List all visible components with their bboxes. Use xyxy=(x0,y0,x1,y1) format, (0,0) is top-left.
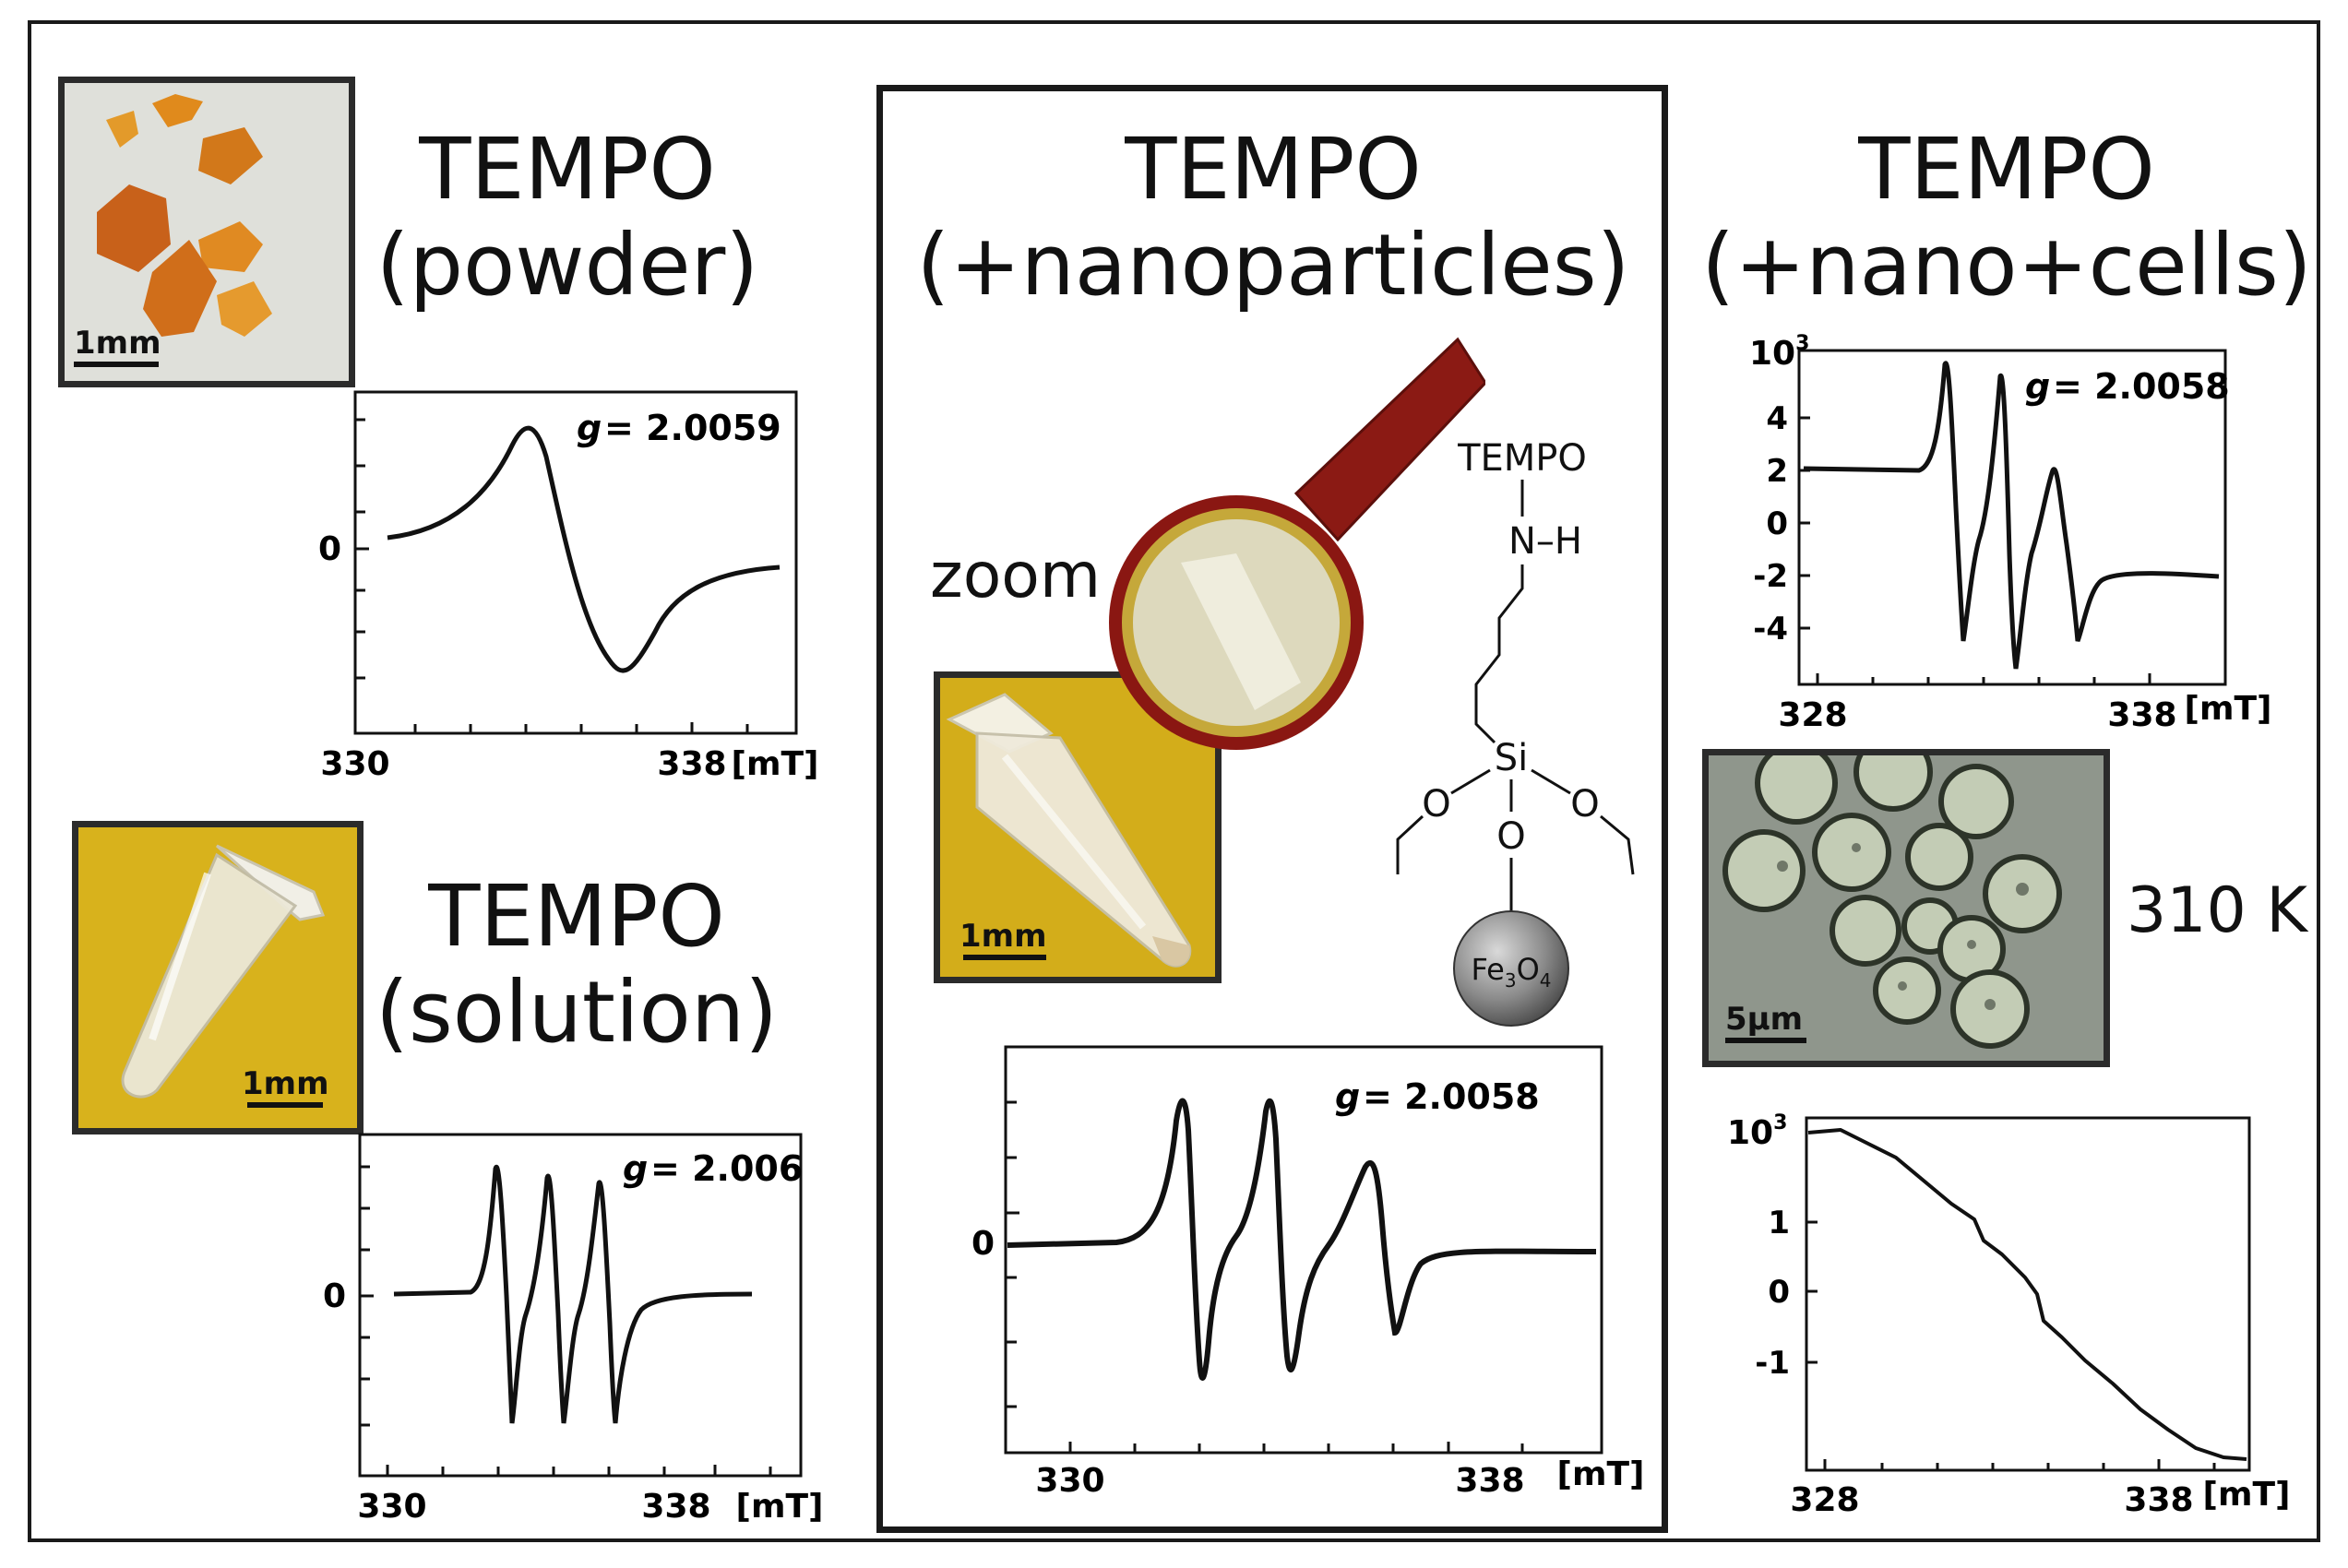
solution-scale-label: 1mm xyxy=(242,1065,329,1102)
cells-bottom-y-tick-1: 1 xyxy=(1768,1205,1790,1241)
powder-epr-plot: 0 330 338 [mT] g = 2.0059 xyxy=(318,390,819,783)
powder-g-symbol: g xyxy=(577,408,602,448)
cells-scale-label: 5µm xyxy=(1725,1001,1804,1038)
powder-x-tick-left: 330 xyxy=(320,745,389,783)
tempo-linker-structure: TEMPO N–H Si O O O Fe3O4 xyxy=(1396,437,1635,1027)
solution-title: TEMPO (solution) xyxy=(375,867,779,1062)
powder-y-tick-0: 0 xyxy=(318,530,341,568)
cells-bottom-y-tick-0: 0 xyxy=(1768,1274,1790,1311)
solution-x-unit: [mT] xyxy=(736,1488,824,1526)
temperature-label: 310 K xyxy=(2127,874,2307,947)
cells-bottom-x-unit: [mT] xyxy=(2203,1476,2291,1514)
nanoparticles-x-tick-right: 338 xyxy=(1455,1462,1524,1499)
magnifier-glass xyxy=(1109,337,1485,750)
cells-g-value: = 2.0058 xyxy=(2053,366,2230,407)
powder-photo xyxy=(58,77,355,387)
structure-o-bottom: O xyxy=(1496,815,1525,858)
powder-x-tick-right: 338 xyxy=(657,745,726,783)
cells-top-x-tick-left: 328 xyxy=(1778,696,1847,734)
cells-epr-plot: 103 4 2 0 -2 -4 328 338 [mT] g = 2.0058 xyxy=(1749,332,2272,734)
powder-scale-bar xyxy=(74,362,159,367)
solution-y-tick-0: 0 xyxy=(323,1277,346,1315)
cells-top-y-tick-2: 2 xyxy=(1766,453,1788,490)
nanoparticles-x-unit: [mT] xyxy=(1557,1455,1645,1493)
powder-scale-label: 1mm xyxy=(74,325,161,362)
cells-title: TEMPO (+nano+cells) xyxy=(1701,120,2312,315)
solution-epr-plot: 0 330 338 [mT] g = 2.006 xyxy=(323,1133,824,1526)
nanoparticles-y-tick-0: 0 xyxy=(971,1225,995,1263)
solution-photo xyxy=(72,821,364,1134)
solution-x-tick-left: 330 xyxy=(357,1488,426,1526)
structure-o-right: O xyxy=(1570,783,1599,826)
cells-g-symbol: g xyxy=(2025,366,2050,407)
cells-top-x-tick-right: 338 xyxy=(2107,696,2176,734)
powder-title: TEMPO (powder) xyxy=(375,120,759,315)
cells-decay-plot: 103 1 0 -1 328 338 [mT] xyxy=(1727,1111,2291,1519)
solution-x-tick-right: 338 xyxy=(641,1488,710,1526)
solution-g-value: = 2.006 xyxy=(650,1148,803,1189)
nanoparticles-x-tick-left: 330 xyxy=(1035,1462,1104,1499)
cells-bottom-x-tick-left: 328 xyxy=(1790,1481,1859,1519)
cells-scale-bar xyxy=(1725,1038,1806,1043)
cells-top-y-tick-4: 4 xyxy=(1766,400,1788,437)
cells-bottom-y-tick-neg1: -1 xyxy=(1755,1345,1790,1382)
cells-top-x-unit: [mT] xyxy=(2185,690,2272,728)
powder-g-value: = 2.0059 xyxy=(604,408,781,448)
structure-tempo-label: TEMPO xyxy=(1457,437,1587,480)
nanoparticles-scale-label: 1mm xyxy=(959,918,1047,955)
cells-bottom-x-tick-right: 338 xyxy=(2124,1481,2193,1519)
cells-top-y-tick-neg2: -2 xyxy=(1753,558,1788,595)
cells-top-y-exponent: 103 xyxy=(1749,332,1809,373)
structure-nh-label: N–H xyxy=(1508,520,1582,563)
structure-o-left: O xyxy=(1422,783,1450,826)
structure-si-label: Si xyxy=(1495,737,1529,779)
powder-x-unit: [mT] xyxy=(732,745,819,783)
solution-scale-bar xyxy=(247,1102,323,1108)
cells-micrograph xyxy=(1702,749,2110,1067)
nanoparticles-panel-box xyxy=(876,85,1668,1533)
figure-frame xyxy=(28,20,2320,1542)
structure-fe3o4-label: Fe3O4 xyxy=(1472,952,1552,992)
nanoparticles-title: TEMPO (+nanoparticles) xyxy=(916,120,1630,315)
nanoparticles-g-value: = 2.0058 xyxy=(1363,1076,1540,1117)
cells-bottom-y-exponent: 103 xyxy=(1727,1111,1787,1152)
nanoparticles-scale-bar xyxy=(963,955,1046,960)
cells-top-y-tick-0: 0 xyxy=(1766,505,1788,542)
zoom-label: zoom xyxy=(930,540,1102,612)
nanoparticles-epr-plot: 0 330 338 [mT] g = 2.0058 xyxy=(971,1045,1645,1499)
nanoparticles-g-symbol: g xyxy=(1335,1076,1360,1117)
solution-g-symbol: g xyxy=(623,1148,648,1189)
cells-top-y-tick-neg4: -4 xyxy=(1753,611,1788,647)
